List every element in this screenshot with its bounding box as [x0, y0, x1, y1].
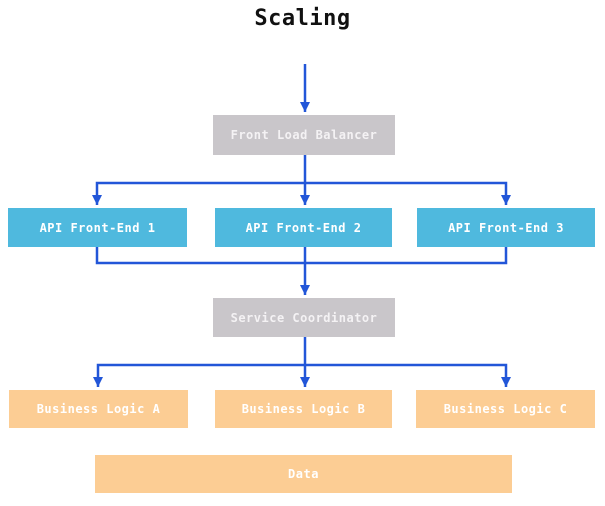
edge-coordinator-to-logic-c [305, 363, 511, 387]
node-label: Business Logic A [36, 402, 161, 416]
edge-load-balancer-to-api1 [92, 181, 305, 205]
node-label: Business Logic C [443, 402, 568, 416]
node-api-front-end-2: API Front-End 2 [215, 208, 392, 247]
node-business-logic-c: Business Logic C [416, 390, 595, 428]
node-label: Data [288, 467, 319, 481]
node-business-logic-b: Business Logic B [215, 390, 392, 428]
node-label: Front Load Balancer [230, 128, 378, 142]
edge-api1-to-join [95, 247, 305, 265]
node-label: Business Logic B [241, 402, 366, 416]
edge-load-balancer-to-api3 [305, 181, 511, 205]
node-api-front-end-1: API Front-End 1 [8, 208, 187, 247]
node-label: API Front-End 3 [448, 220, 564, 235]
node-label: API Front-End 2 [245, 220, 362, 235]
edge-api3-to-join [305, 247, 508, 265]
diagram-title: Scaling [254, 6, 351, 31]
node-front-load-balancer: Front Load Balancer [213, 115, 395, 155]
node-api-front-end-3: API Front-End 3 [417, 208, 595, 247]
node-data: Data [95, 455, 512, 493]
node-service-coordinator: Service Coordinator [213, 298, 395, 337]
node-business-logic-a: Business Logic A [9, 390, 188, 428]
node-label: API Front-End 1 [39, 220, 156, 235]
node-label: Service Coordinator [230, 310, 378, 325]
edge-coordinator-to-logic-a [93, 363, 305, 387]
